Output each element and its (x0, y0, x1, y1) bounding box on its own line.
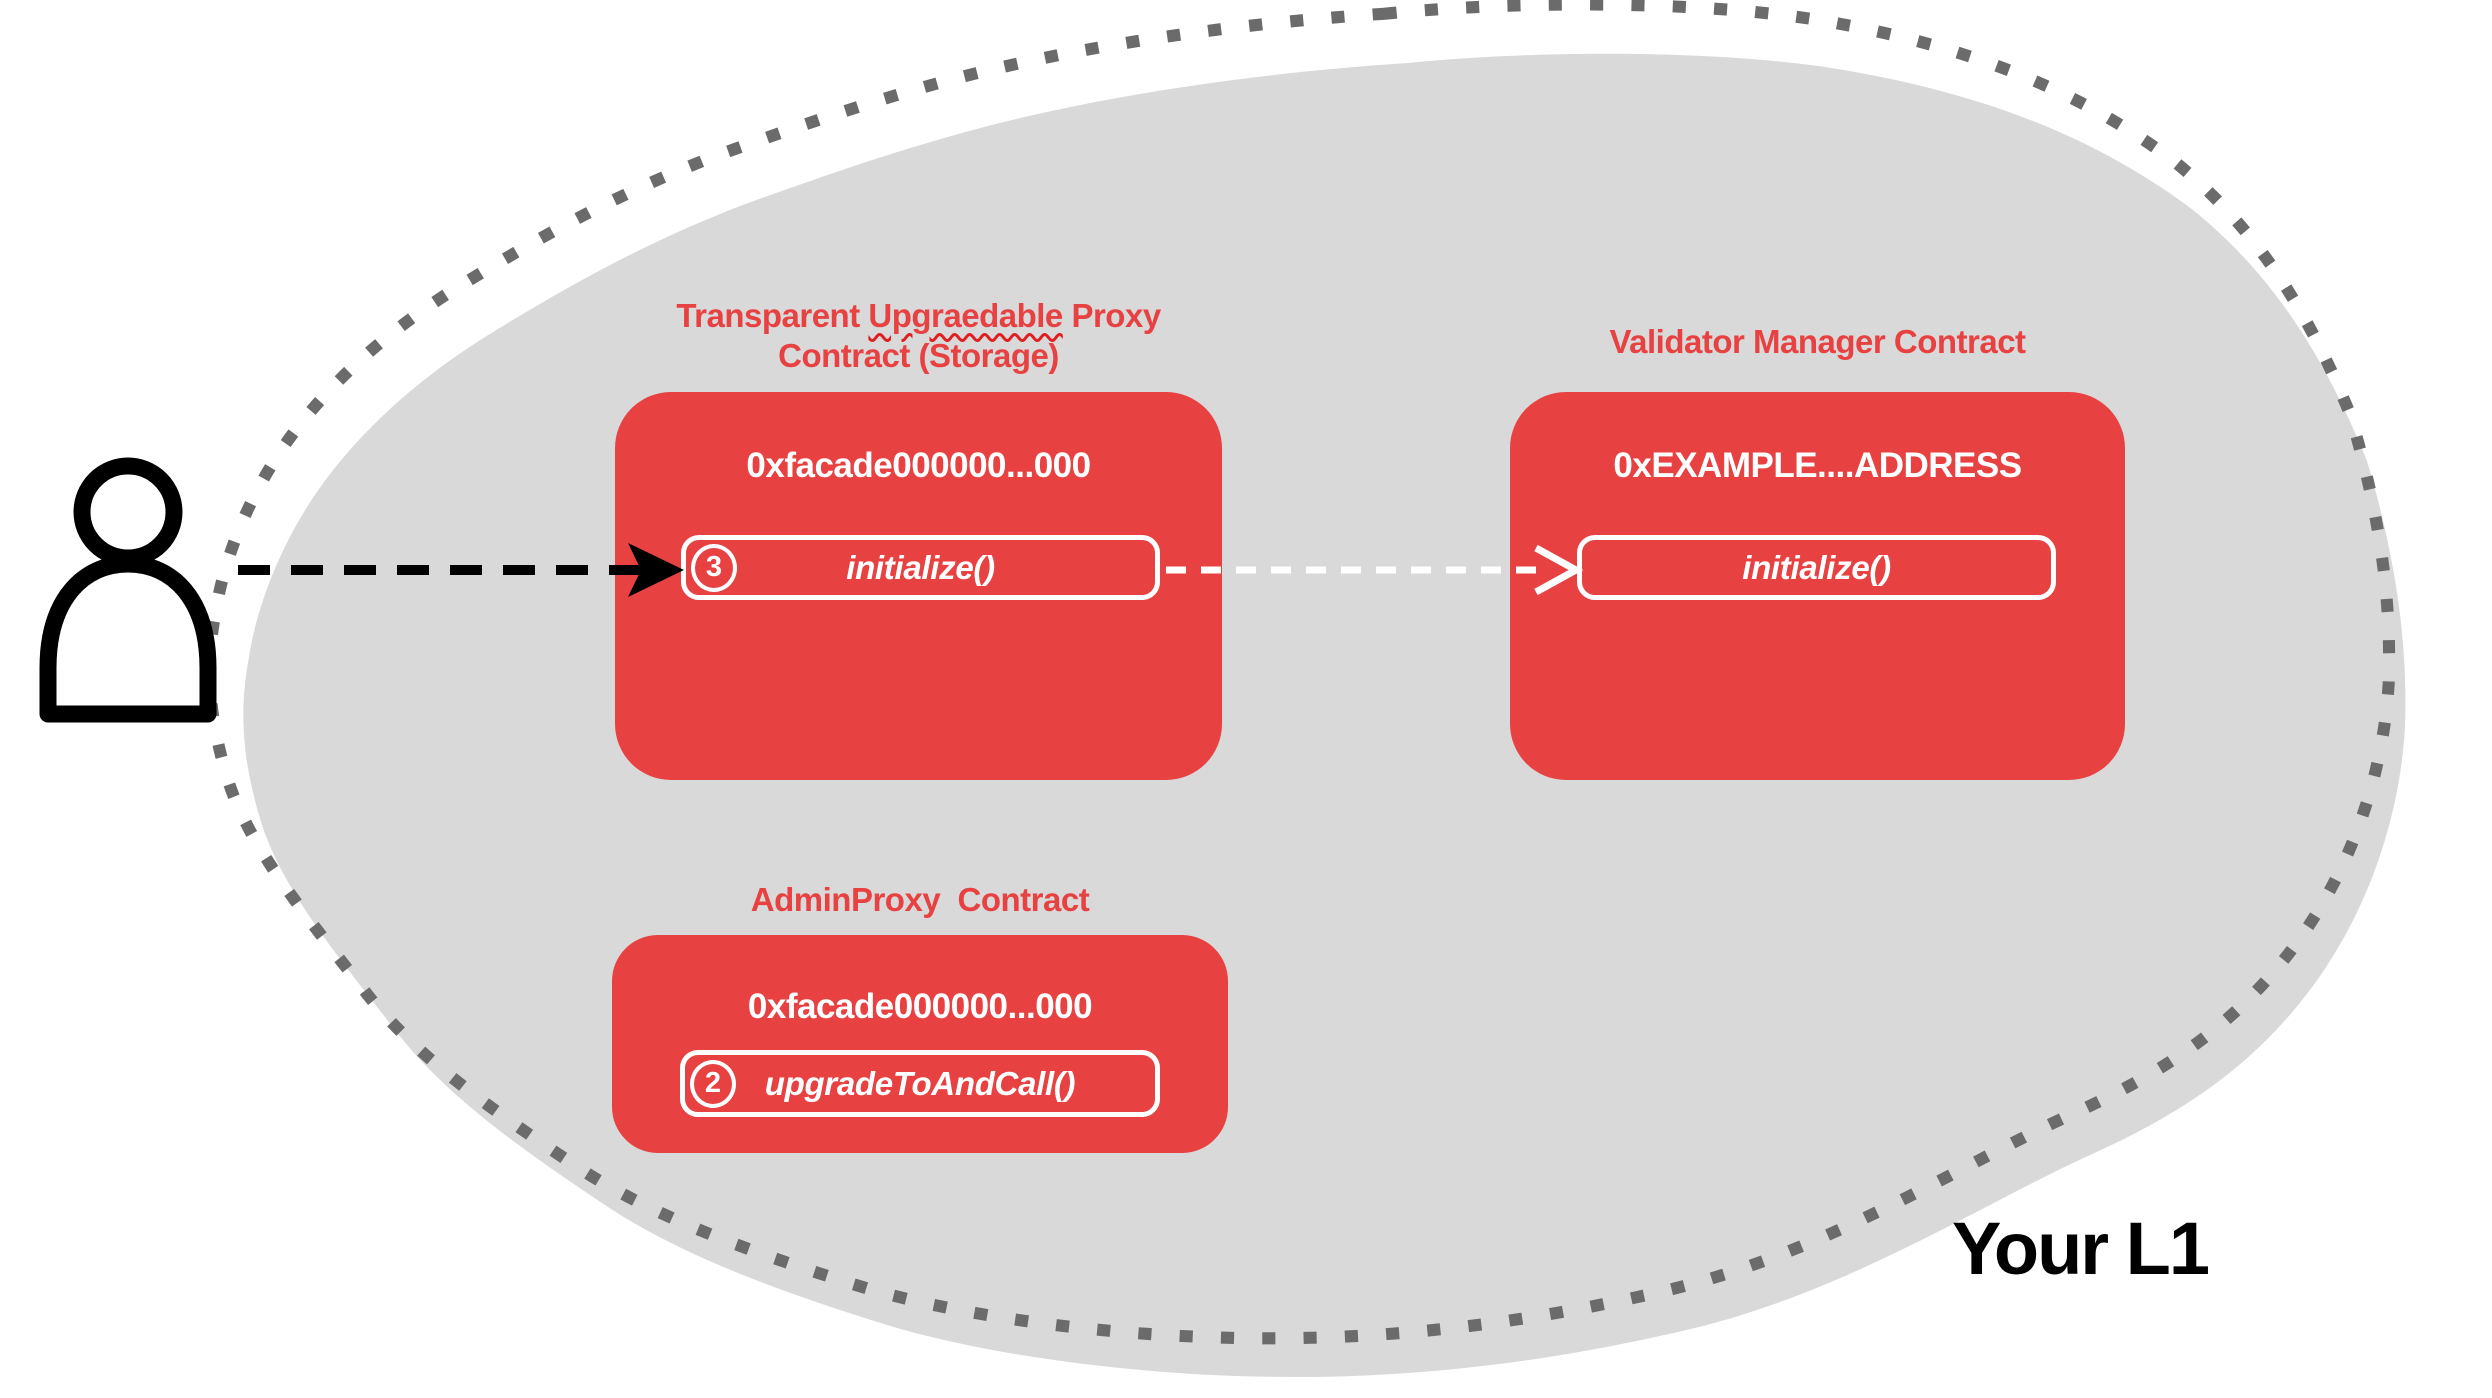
admin-contract-address: 0xfacade000000...000 (747, 987, 1093, 1026)
proxy-contract-title-line2: Contract (Storage) (778, 337, 1059, 374)
proxy-title-misspelled-word: Upgraedable (868, 297, 1063, 334)
step-3-badge: 3 (691, 543, 737, 592)
proxy-title-pre: Transparent (676, 297, 869, 334)
proxy-initialize-method-pill: 3 initialize() (681, 535, 1160, 600)
proxy-contract-box: 0xfacade000000...000 3 initialize() (615, 392, 1222, 780)
proxy-contract-title-line1: Transparent Upgraedable Proxy (615, 296, 1222, 336)
validator-contract-address: 0xEXAMPLE....ADDRESS (1613, 446, 2022, 485)
proxy-initialize-label: initialize() (846, 548, 995, 586)
step-2-badge: 2 (690, 1059, 736, 1108)
admin-contract-box: 0xfacade000000...000 2 upgradeToAndCall(… (612, 935, 1228, 1153)
proxy-title-post: Proxy (1062, 297, 1161, 334)
validator-contract-title: Validator Manager Contract (1609, 323, 2026, 360)
validator-initialize-method-pill: initialize() (1577, 535, 2056, 600)
person-icon (39, 457, 217, 723)
admin-contract-title: AdminProxy Contract (750, 881, 1090, 918)
your-l1-label: Your L1 (1952, 1207, 2210, 1290)
validator-initialize-label: initialize() (1742, 548, 1891, 586)
proxy-contract-title: Transparent Upgraedable Proxy Contract (… (615, 296, 1222, 376)
proxy-contract-address: 0xfacade000000...000 (746, 446, 1091, 485)
validator-contract-box: 0xEXAMPLE....ADDRESS initialize() (1510, 392, 2125, 780)
admin-upgrade-method-pill: 2 upgradeToAndCall() (680, 1050, 1160, 1117)
admin-upgrade-label: upgradeToAndCall() (764, 1064, 1076, 1102)
